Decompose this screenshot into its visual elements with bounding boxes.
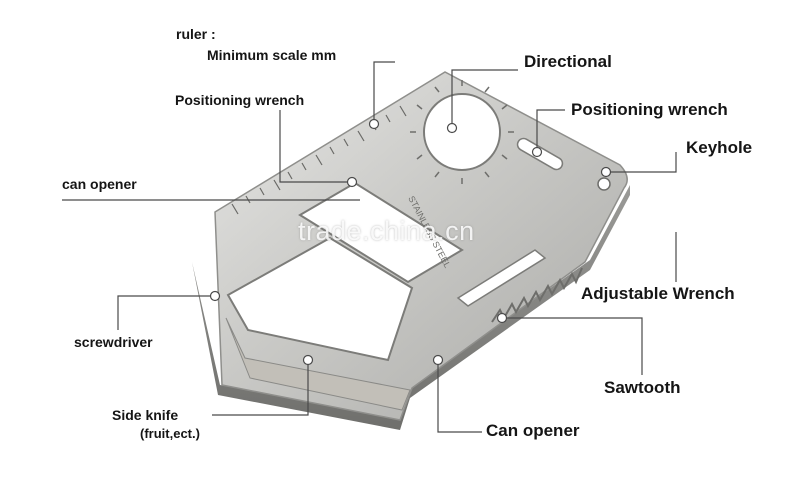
saw-teeth — [491, 267, 583, 323]
label-keyhole: Keyhole — [686, 138, 753, 157]
dot-sawtooth — [496, 312, 508, 324]
label-positioning-wrench-left: Positioning wrench — [175, 92, 305, 108]
multitool-card: STAINLESS STEEL — [192, 71, 630, 430]
side-knife-bevel — [225, 317, 411, 411]
dot-ruler — [368, 118, 380, 130]
label-can-opener-left: can opener — [62, 176, 137, 192]
label-positioning-wrench-right: Positioning wrench — [571, 100, 728, 119]
keyhole-hole — [597, 177, 611, 191]
leader-lines — [62, 61, 677, 433]
saw-slot — [456, 249, 547, 307]
dot-side-knife — [302, 354, 314, 366]
leader-keyhole — [606, 152, 677, 173]
label-side-knife-sub: (fruit,ect.) — [140, 426, 200, 441]
dot-keyhole — [600, 166, 612, 178]
label-side-knife: Side knife — [112, 407, 179, 423]
label-ruler: ruler : — [176, 26, 216, 42]
leader-dots — [209, 118, 612, 366]
dot-screwdriver — [209, 290, 221, 302]
dot-directional — [446, 122, 458, 134]
dot-can-opener-bottom — [432, 354, 444, 366]
label-sawtooth: Sawtooth — [604, 378, 681, 397]
leader-sawtooth — [502, 317, 643, 375]
leader-positioning-wrench-left — [279, 110, 352, 183]
leader-directional — [451, 69, 518, 128]
label-can-opener-bottom: Can opener — [486, 421, 580, 440]
leader-ruler — [373, 61, 395, 124]
direction-circle — [423, 93, 501, 171]
compass-ticks — [410, 80, 514, 184]
large-cutout — [226, 236, 414, 362]
leader-can-opener-bottom — [437, 360, 482, 433]
label-directional: Directional — [524, 52, 612, 71]
leader-side-knife — [212, 360, 309, 416]
label-adjustable-wrench: Adjustable Wrench — [581, 284, 735, 303]
upper-cutout — [298, 181, 464, 284]
leader-positioning-wrench-right — [536, 109, 565, 152]
label-ruler-scale: Minimum scale mm — [207, 47, 337, 63]
label-screwdriver: screwdriver — [74, 334, 153, 350]
watermark-text: trade.china.cn — [298, 216, 475, 246]
dot-positioning-wrench-left — [346, 176, 358, 188]
leader-screwdriver — [117, 295, 215, 330]
dot-positioning-wrench-right — [531, 146, 543, 158]
